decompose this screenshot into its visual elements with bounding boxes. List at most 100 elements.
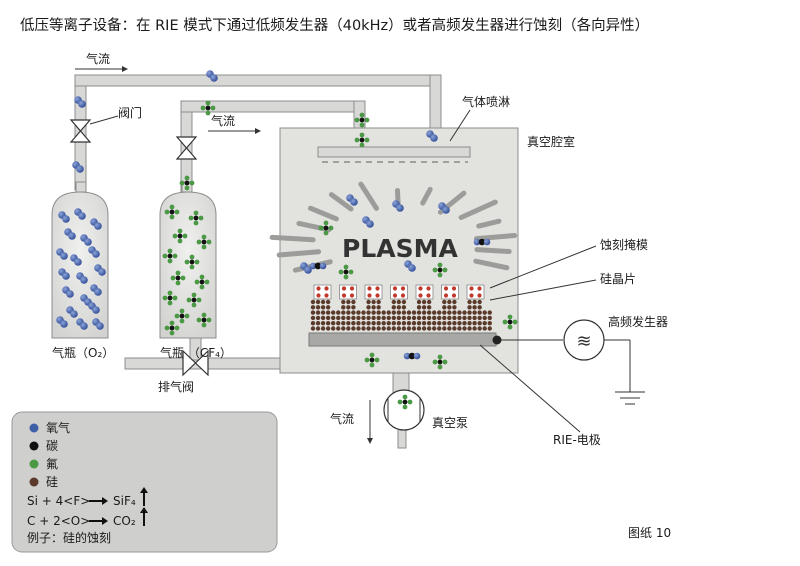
silicon-atom: [391, 321, 396, 326]
legend-fluorine-dot: [29, 459, 39, 469]
cf4-molecule: [196, 312, 212, 328]
mask-dot: [375, 286, 380, 291]
cf4-molecule: [354, 112, 370, 128]
silicon-atom: [315, 305, 321, 310]
co2-molecule: [309, 262, 327, 270]
plasma-ray: [276, 249, 322, 258]
labels: 气流 阀门 气流 气体喷淋 真空腔室 蚀刻掩模 硅晶片 高频发生器 气瓶（O₂）…: [52, 51, 671, 540]
silicon-atom: [376, 310, 381, 315]
silicon-atom: [341, 299, 346, 305]
silicon-atom: [452, 321, 457, 326]
plasma-ray: [328, 192, 354, 212]
silicon-atom: [346, 315, 351, 321]
silicon-atom: [351, 310, 356, 315]
label-gas-flow-bottom: 气流: [330, 411, 354, 426]
silicon-atom: [341, 310, 346, 315]
silicon-atom: [467, 299, 472, 305]
valve-o2[interactable]: [69, 119, 92, 143]
cf4-molecule: [432, 262, 448, 278]
silicon-atom: [351, 299, 356, 305]
silicon-atom: [351, 326, 356, 331]
oxygen-molecule: [438, 202, 450, 214]
cf4-molecule: [164, 320, 180, 336]
oxygen-molecule: [58, 211, 70, 223]
mask-dot: [341, 293, 347, 298]
silicon-atom: [487, 321, 492, 326]
silicon-atom: [447, 299, 452, 305]
silicon-atom: [371, 326, 376, 331]
oxygen-molecule: [362, 216, 374, 228]
silicon-atom: [320, 315, 326, 321]
silicon-atom: [391, 315, 396, 321]
silicon-atom: [487, 310, 492, 315]
silicon-atom: [361, 321, 366, 326]
silicon-atom: [472, 305, 477, 310]
silicon-atom: [371, 299, 376, 305]
oxygen-molecule: [58, 268, 70, 280]
silicon-atom: [426, 310, 432, 315]
exhaust-valve[interactable]: [182, 349, 209, 377]
silicon-atom: [467, 310, 472, 315]
vacuum-pump[interactable]: [383, 389, 425, 431]
silicon-atom: [346, 310, 351, 315]
silicon-atom: [310, 326, 316, 331]
oxygen-molecule: [56, 316, 68, 328]
silicon-atom: [411, 310, 417, 315]
silicon-atom: [462, 315, 467, 321]
mask-dot: [349, 286, 355, 291]
mask-block: [441, 284, 459, 300]
hf-generator[interactable]: ≋: [501, 319, 645, 405]
cf4-molecule: [196, 234, 212, 250]
silicon-atom: [421, 321, 427, 326]
silicon-atom: [482, 315, 487, 321]
silicon-atom: [346, 321, 351, 326]
silicon-atom: [341, 315, 346, 321]
silicon-atom: [386, 310, 391, 315]
silicon-atom: [331, 310, 336, 315]
plasma-label: PLASMA: [342, 234, 458, 263]
oxygen-molecule: [90, 218, 102, 230]
silicon-atom: [432, 310, 437, 315]
silicon-atom: [482, 326, 487, 331]
flow-arrows: [75, 66, 373, 444]
cf4-molecule: [194, 274, 210, 290]
mask-block: [466, 284, 485, 300]
silicon-atom: [315, 321, 321, 326]
silicon-atom: [447, 310, 452, 315]
silicon-atom: [447, 321, 452, 326]
silicon-atom: [325, 326, 331, 331]
silicon-atom: [406, 315, 412, 321]
electrode-terminal: [492, 335, 502, 345]
silicon-atom: [376, 299, 381, 305]
silicon-atom: [336, 326, 341, 331]
valve-cf4[interactable]: [175, 136, 198, 160]
mask-dot: [400, 286, 406, 291]
silicon-atom: [411, 321, 417, 326]
silicon-atom: [442, 299, 447, 305]
sine-wave-icon: ≋: [576, 331, 591, 352]
silicon-atom: [376, 305, 381, 310]
silicon-atom: [310, 305, 316, 310]
silicon-atom: [482, 321, 487, 326]
silicon-atom: [336, 310, 341, 315]
silicon-atom: [356, 321, 361, 326]
silicon-atom: [346, 326, 351, 331]
oxygen-molecule: [404, 260, 416, 272]
silicon-atom: [371, 310, 376, 315]
plasma-ray: [269, 234, 316, 243]
legend-example: 例子：硅的蚀刻: [27, 530, 111, 545]
mask-dot: [367, 286, 372, 291]
silicon-atom: [467, 305, 472, 310]
mask-dot: [477, 293, 482, 298]
silicon-atom: [325, 299, 331, 305]
silicon-atom: [366, 305, 371, 310]
oxygen-molecule: [56, 248, 68, 260]
silicon-atom: [366, 326, 371, 331]
silicon-atom: [366, 310, 371, 315]
silicon-atom: [391, 310, 396, 315]
silicon-atom: [356, 315, 361, 321]
cf4-molecule: [188, 210, 204, 226]
silicon-atom: [477, 305, 482, 310]
mask-block: [415, 284, 434, 300]
silicon-atom: [320, 310, 326, 315]
